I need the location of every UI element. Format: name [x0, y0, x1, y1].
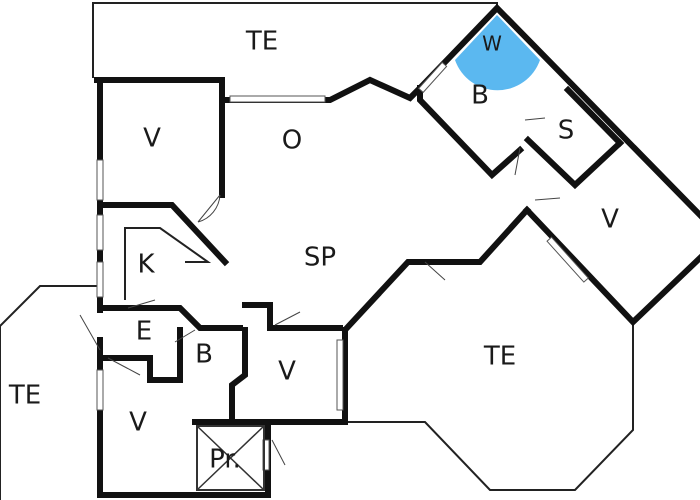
label-wc: W	[482, 32, 502, 56]
interior-wall-storage-b	[563, 85, 625, 148]
window-top	[229, 95, 326, 103]
wc-fixture	[455, 15, 540, 91]
label-room-right: V	[601, 205, 619, 235]
exterior-wall-mid	[340, 205, 532, 335]
label-terrace-left: TE	[8, 381, 41, 411]
window-bath-upper	[418, 61, 448, 94]
label-living: O	[282, 126, 302, 156]
door-swing-entry-left	[79, 314, 101, 351]
label-main-room: SP	[304, 243, 336, 273]
label-entry: E	[136, 317, 152, 347]
interior-wall-storage	[523, 135, 625, 190]
label-bath-upper: B	[471, 81, 489, 111]
door-swing-v-mid	[274, 311, 301, 326]
door-swing-bath-lower	[174, 329, 196, 343]
utility-box	[196, 425, 265, 491]
door-swing-v-room	[197, 194, 221, 223]
label-vestibule-lower-left: V	[129, 408, 147, 438]
terrace-right-outline	[345, 325, 634, 491]
window-left-4	[96, 369, 104, 411]
interior-wall-v-mid	[229, 327, 271, 425]
door-swing-entry	[107, 357, 141, 376]
interior-wall-entry-upper	[97, 305, 243, 331]
label-storage-upper: S	[558, 116, 575, 146]
interior-wall-bath-upper	[417, 85, 525, 180]
exterior-wall-right	[522, 205, 700, 327]
window-left-3	[96, 261, 104, 298]
door-swing-room-right	[534, 197, 561, 201]
utility-cross	[196, 425, 265, 491]
door-swing-storage	[524, 117, 546, 121]
label-bath-lower: B	[195, 340, 213, 370]
window-mid-right	[336, 339, 344, 411]
interior-wall-bath-lower-left	[147, 327, 183, 383]
label-vestibule-upper-left: V	[143, 124, 161, 154]
label-terrace-top: TE	[245, 27, 278, 57]
window-left-1	[96, 159, 104, 201]
door-swing-utility	[271, 439, 286, 466]
door-swing-bath-upper	[514, 147, 521, 176]
label-kitchen: K	[137, 250, 155, 280]
kitchen-counter-outline	[124, 227, 212, 300]
window-right-diag	[546, 236, 590, 283]
interior-wall-kitchen-counter	[97, 202, 230, 267]
label-vestibule-mid: V	[278, 357, 296, 387]
label-utility: Pr.	[209, 445, 241, 475]
window-left-2	[96, 214, 104, 251]
label-terrace-right: TE	[483, 342, 516, 372]
terrace-left-outline	[0, 285, 97, 500]
door-swing-entry-e	[127, 299, 156, 309]
interior-wall-bath-lower	[242, 302, 343, 331]
door-swing-main	[424, 261, 446, 281]
exterior-wall-main	[94, 3, 700, 220]
